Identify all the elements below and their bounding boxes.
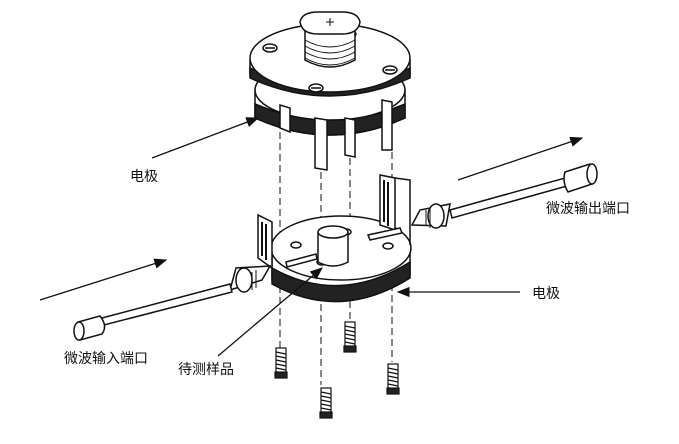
label-electrode-right: 电极 <box>532 286 560 302</box>
screw-4 <box>319 387 333 419</box>
base-cavity <box>257 174 412 303</box>
top-electrode-assembly <box>249 11 411 171</box>
screw-1 <box>274 347 288 379</box>
label-sample: 待测样品 <box>178 362 234 378</box>
screw-2 <box>343 321 357 353</box>
label-microwave-output: 微波输出端口 <box>546 201 630 217</box>
screw-3 <box>386 363 400 395</box>
screws <box>274 321 400 419</box>
arrow-input <box>39 258 168 301</box>
input-port <box>73 265 272 341</box>
label-microwave-input: 微波输入端口 <box>64 351 148 367</box>
label-electrode-top: 电极 <box>130 169 158 185</box>
output-port <box>410 163 598 229</box>
arrow-sample <box>217 267 323 357</box>
arrow-output <box>457 136 584 181</box>
callout-arrows <box>39 117 584 357</box>
arrow-electrode-top <box>151 117 260 159</box>
